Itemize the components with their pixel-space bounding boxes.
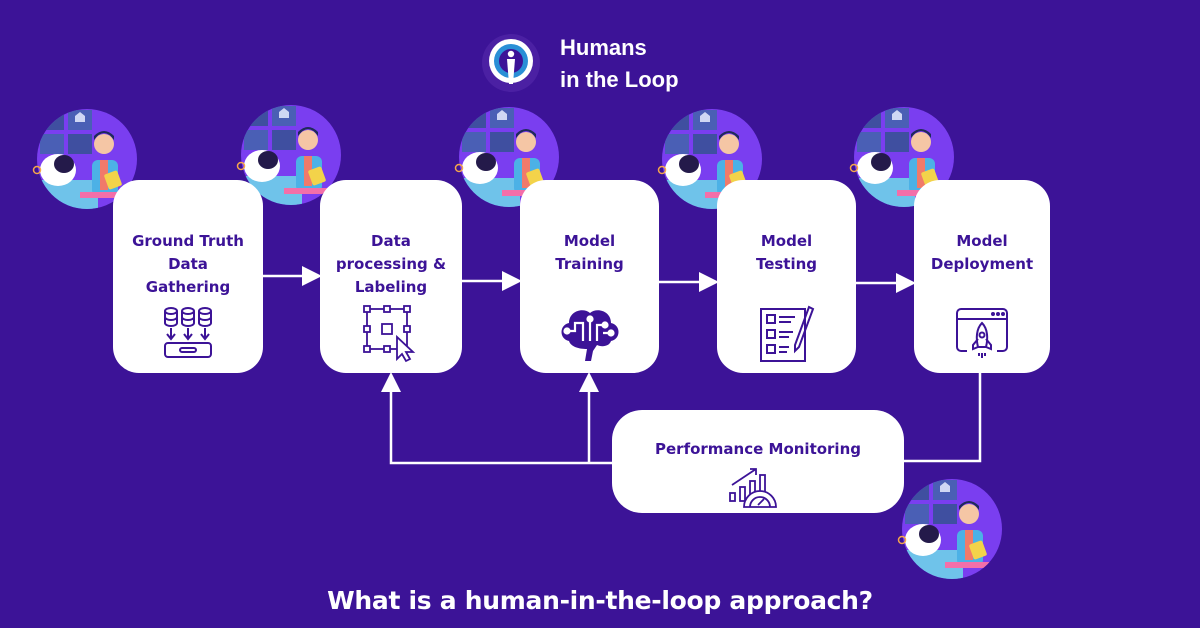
stage-label: Model Deployment (930, 232, 1034, 273)
brand-name-line2: in the Loop (560, 67, 679, 92)
brand-logo: Humans in the Loop (480, 28, 740, 100)
stage-model-deployment: Model Deployment (914, 180, 1050, 373)
stage-label: Performance Monitoring (655, 440, 861, 458)
footer-title: What is a human-in-the-loop approach? (327, 586, 873, 615)
stage-label: Model Training (555, 232, 624, 273)
person-in-ring-icon (482, 34, 540, 92)
bounding-box-cursor-icon (363, 305, 416, 363)
database-download-icon (164, 307, 212, 358)
stage-ground-truth-data-gathering: Ground Truth Data Gathering (113, 180, 263, 373)
stage-model-training: Model Training (520, 180, 659, 373)
stage-label: Model Testing (755, 232, 818, 273)
browser-rocket-icon (956, 308, 1008, 358)
stage-label: Data processing & Labeling (335, 232, 447, 296)
brand-name-line1: Humans (560, 35, 647, 60)
growth-chart-gauge-icon (729, 468, 777, 508)
human-and-robot-illustration (893, 470, 1011, 588)
connector-deployment-to-monitoring (904, 372, 982, 463)
stage-model-testing: Model Testing (717, 180, 856, 373)
brain-circuit-icon (561, 310, 618, 361)
stage-data-processing-labeling: Data processing & Labeling (320, 180, 462, 373)
checklist-pen-icon (759, 305, 814, 362)
stage-performance-monitoring: Performance Monitoring (612, 410, 904, 513)
stage-label: Ground Truth Data Gathering (132, 232, 244, 296)
feedback-to-labeling (381, 372, 612, 465)
